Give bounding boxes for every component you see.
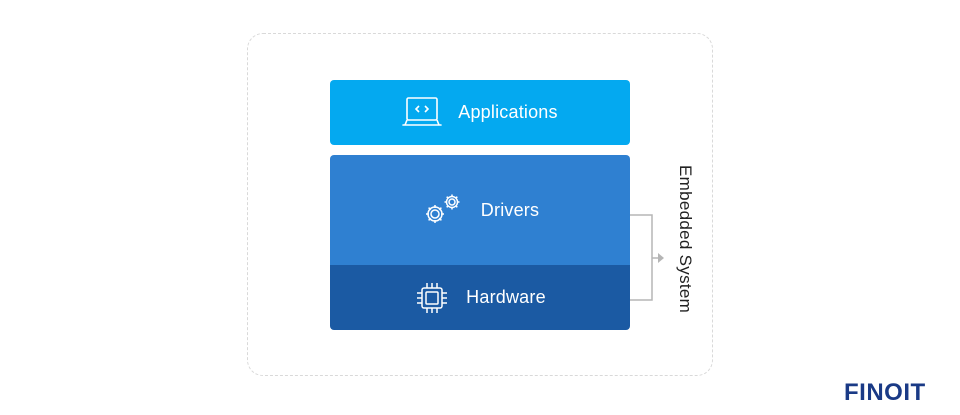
logo-text: FINOIT [844, 379, 926, 404]
chip-icon [414, 280, 450, 316]
gears-icon [421, 192, 465, 228]
group-label-text: Embedded System [676, 165, 695, 314]
drivers-layer: Drivers [330, 155, 630, 265]
drivers-label: Drivers [480, 199, 540, 220]
group-bracket [630, 214, 664, 301]
laptop-code-icon [402, 96, 443, 130]
embedded-system-label: Embedded System [676, 165, 695, 335]
hardware-label: Hardware [466, 287, 546, 307]
dashed-frame [247, 33, 713, 376]
arrow-right-icon [658, 253, 664, 263]
applications-layer: Applications [330, 80, 630, 145]
applications-label: Applications [458, 102, 558, 122]
hardware-layer: Hardware [330, 265, 630, 330]
finoit-logo: FINOIT [844, 379, 926, 404]
